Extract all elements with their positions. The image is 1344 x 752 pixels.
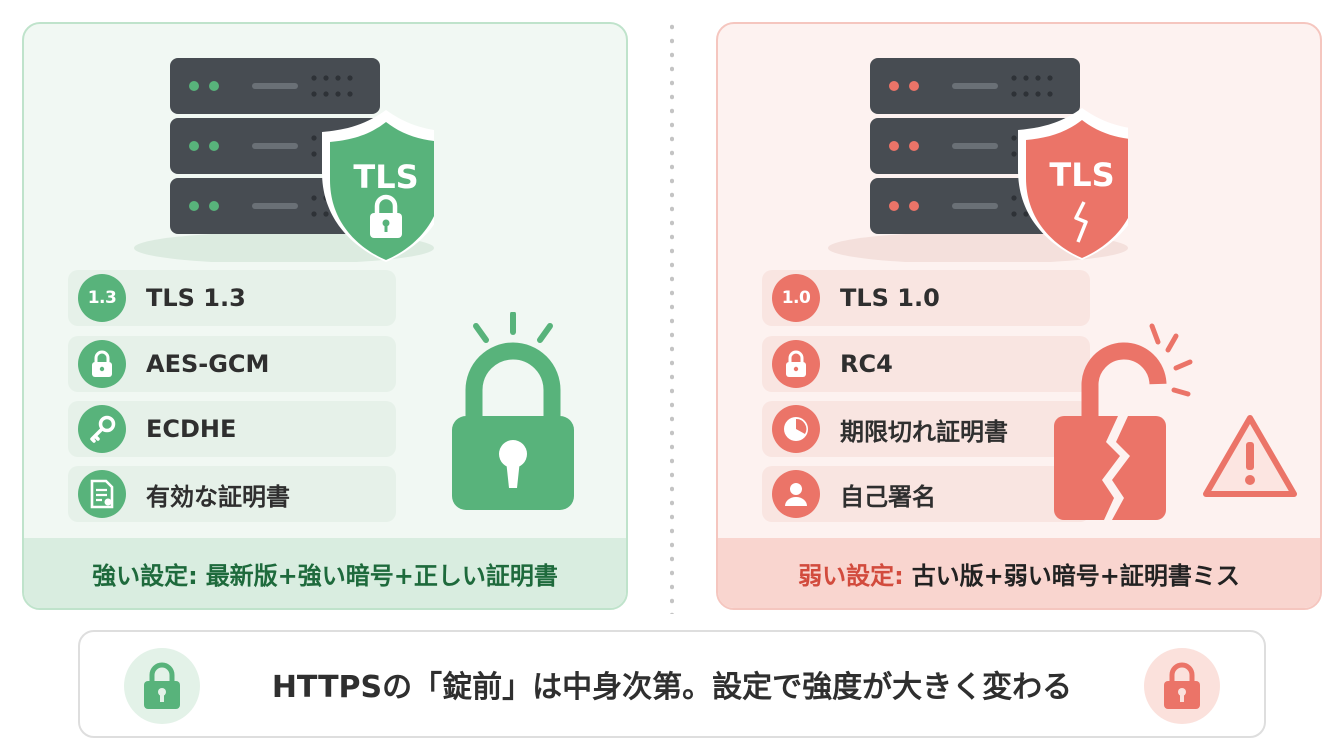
version-badge-icon: 1.0 — [772, 274, 820, 322]
warning-icon — [1203, 415, 1297, 497]
lock-icon — [78, 340, 126, 388]
clock-icon — [772, 405, 820, 453]
red-lock-icon — [1144, 648, 1220, 724]
bottom-message-box: HTTPSの「錠前」は中身次第。設定で強度が大きく変わる — [78, 630, 1266, 738]
weak-config-summary: 弱い設定: 古い版+弱い暗号+証明書ミス — [718, 538, 1320, 608]
shield-label: TLS — [1049, 156, 1114, 194]
strong-config-summary: 強い設定: 最新版+強い暗号+正しい証明書 — [24, 538, 626, 608]
feature-label: 期限切れ証明書 — [840, 417, 1008, 446]
feature-item-cipher: AES-GCM — [68, 336, 396, 392]
feature-label: ECDHE — [146, 415, 237, 443]
server-with-tls-shield-icon: TLS — [134, 58, 434, 262]
green-lock-icon — [124, 648, 200, 724]
feature-label: TLS 1.0 — [840, 284, 940, 312]
lock-icon — [772, 340, 820, 388]
feature-item-cipher: RC4 — [762, 336, 1090, 392]
certificate-icon — [78, 470, 126, 518]
feature-item-certificate: 有効な証明書 — [68, 466, 396, 522]
version-badge-icon: 1.3 — [78, 274, 126, 322]
user-icon — [772, 470, 820, 518]
feature-item-key-exchange: ECDHE — [68, 401, 396, 457]
weak-config-panel: TLS 1.0 TLS 1.0 RC4 期限切れ証明書 自己署名 — [716, 22, 1322, 610]
feature-item-tls-version: 1.3 TLS 1.3 — [68, 270, 396, 326]
shield-label: TLS — [353, 158, 418, 196]
broken-padlock-icon — [1054, 323, 1193, 520]
feature-item-self-signed: 自己署名 — [762, 466, 1090, 522]
panel-divider — [670, 20, 674, 614]
server-with-broken-shield-icon: TLS — [828, 58, 1128, 262]
summary-message: HTTPSの「錠前」は中身次第。設定で強度が大きく変わる — [271, 670, 1073, 705]
strong-config-panel: TLS 1.3 TLS 1.3 AES-GCM ECDHE 有効な証明書 — [22, 22, 628, 610]
feature-item-tls-version: 1.0 TLS 1.0 — [762, 270, 1090, 326]
feature-label: 自己署名 — [840, 482, 936, 511]
closed-padlock-icon — [452, 312, 574, 510]
feature-label: RC4 — [840, 350, 893, 378]
key-icon — [78, 405, 126, 453]
feature-label: TLS 1.3 — [146, 284, 246, 312]
feature-label: 有効な証明書 — [146, 482, 290, 511]
feature-label: AES-GCM — [146, 350, 270, 378]
feature-item-expired-cert: 期限切れ証明書 — [762, 401, 1090, 457]
